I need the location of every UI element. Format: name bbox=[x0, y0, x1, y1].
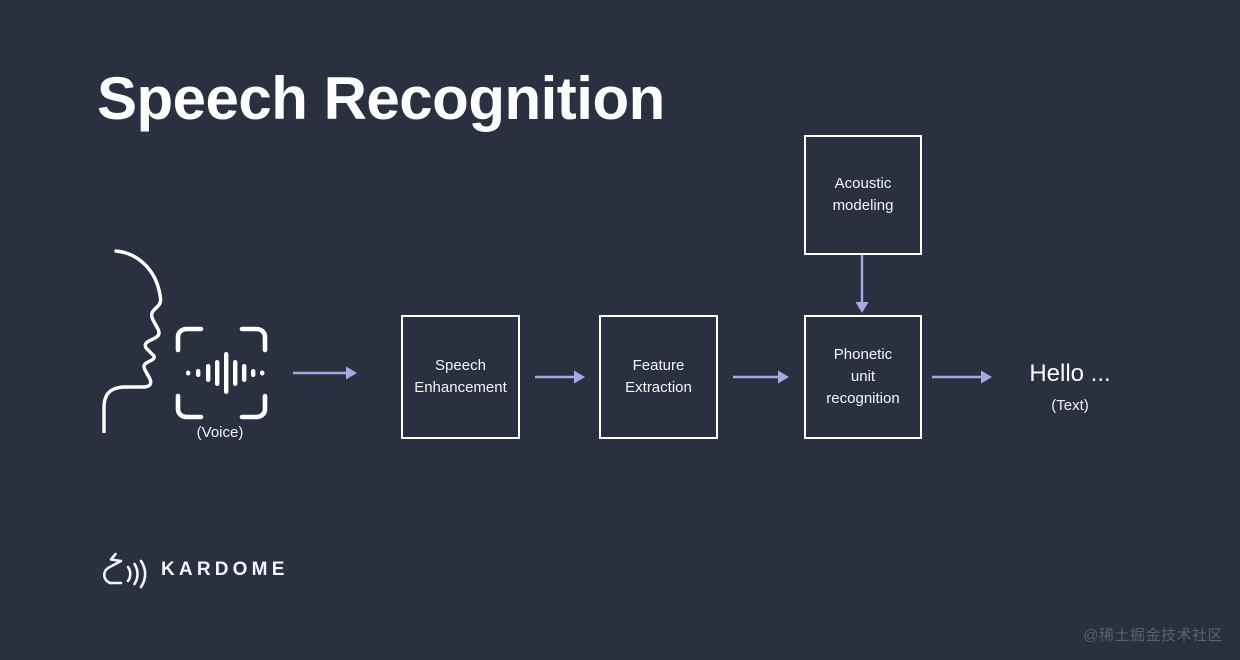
brand-logo: KARDOME bbox=[101, 550, 289, 590]
output-sublabel: (Text) bbox=[1051, 396, 1089, 414]
output-text: Hello ... bbox=[1029, 360, 1111, 387]
voice-input-label: (Voice) bbox=[196, 424, 244, 441]
arrow-down-icon-acoustic-to-phonetic bbox=[855, 255, 869, 313]
kardome-sound-icon bbox=[103, 552, 147, 589]
voice-input-group: (Voice) bbox=[90, 248, 300, 453]
arrow-right-icon-feature-to-phonetic bbox=[733, 370, 789, 384]
brand-wordmark: KARDOME bbox=[161, 559, 289, 580]
page-title: Speech Recognition bbox=[97, 65, 665, 132]
watermark: @稀土掘金技术社区 bbox=[1083, 627, 1223, 644]
face-profile-icon bbox=[102, 249, 163, 433]
voice-capture-icon bbox=[175, 326, 268, 420]
arrow-right-icon-voice-to-enhancement bbox=[293, 366, 357, 380]
arrow-right-icon-phonetic-to-output bbox=[932, 370, 992, 384]
output-group: Hello ... (Text) bbox=[1005, 360, 1135, 414]
arrow-right-icon-enhancement-to-feature bbox=[535, 370, 585, 384]
